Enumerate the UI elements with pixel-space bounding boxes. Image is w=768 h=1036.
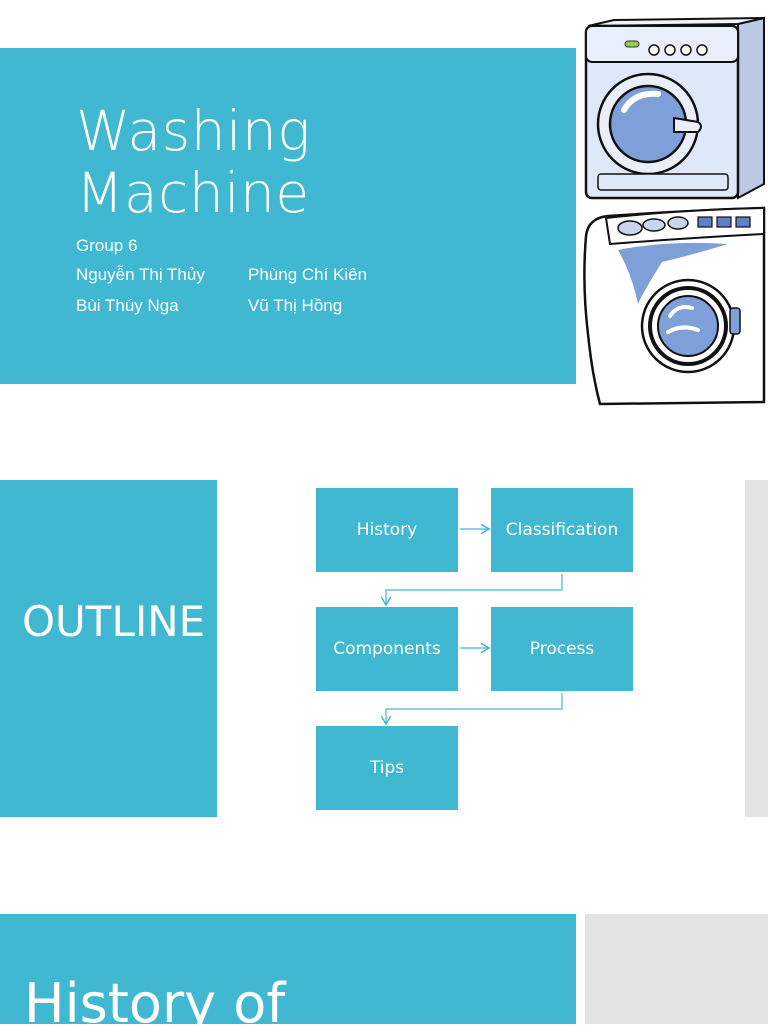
arrow-down-icon bbox=[386, 574, 563, 604]
history-panel bbox=[0, 914, 576, 1024]
flow-box-history[interactable]: History bbox=[316, 488, 458, 572]
slide-title: Washing Machine bbox=[76, 100, 536, 224]
next-slide-preview bbox=[745, 480, 768, 817]
outline-panel bbox=[0, 480, 217, 817]
member-name: Vũ Thị Hồng bbox=[248, 296, 343, 315]
history-heading: History of bbox=[24, 972, 286, 1035]
outline-heading: OUTLINE bbox=[22, 597, 206, 646]
flow-connectors bbox=[316, 488, 563, 818]
flow-box-components[interactable]: Components bbox=[316, 607, 458, 691]
flow-box-classification[interactable]: Classification bbox=[491, 488, 633, 572]
washing-machine-icon bbox=[584, 16, 765, 200]
member-name: Phùng Chí Kiên bbox=[248, 265, 368, 284]
member-name: Bùi Thúy Nga bbox=[76, 296, 179, 315]
history-image-placeholder bbox=[585, 914, 768, 1024]
flow-box-tips[interactable]: Tips bbox=[316, 726, 458, 810]
title-line-1: Washing bbox=[76, 99, 311, 163]
member-name: Nguyễn Thị Thủy bbox=[76, 265, 205, 284]
arrow-down-icon bbox=[386, 693, 563, 723]
group-label: Group 6 bbox=[76, 236, 138, 255]
front-loader-icon bbox=[583, 206, 766, 406]
title-line-2: Machine bbox=[76, 161, 310, 225]
title-slide-panel bbox=[0, 48, 576, 384]
flow-box-process[interactable]: Process bbox=[491, 607, 633, 691]
